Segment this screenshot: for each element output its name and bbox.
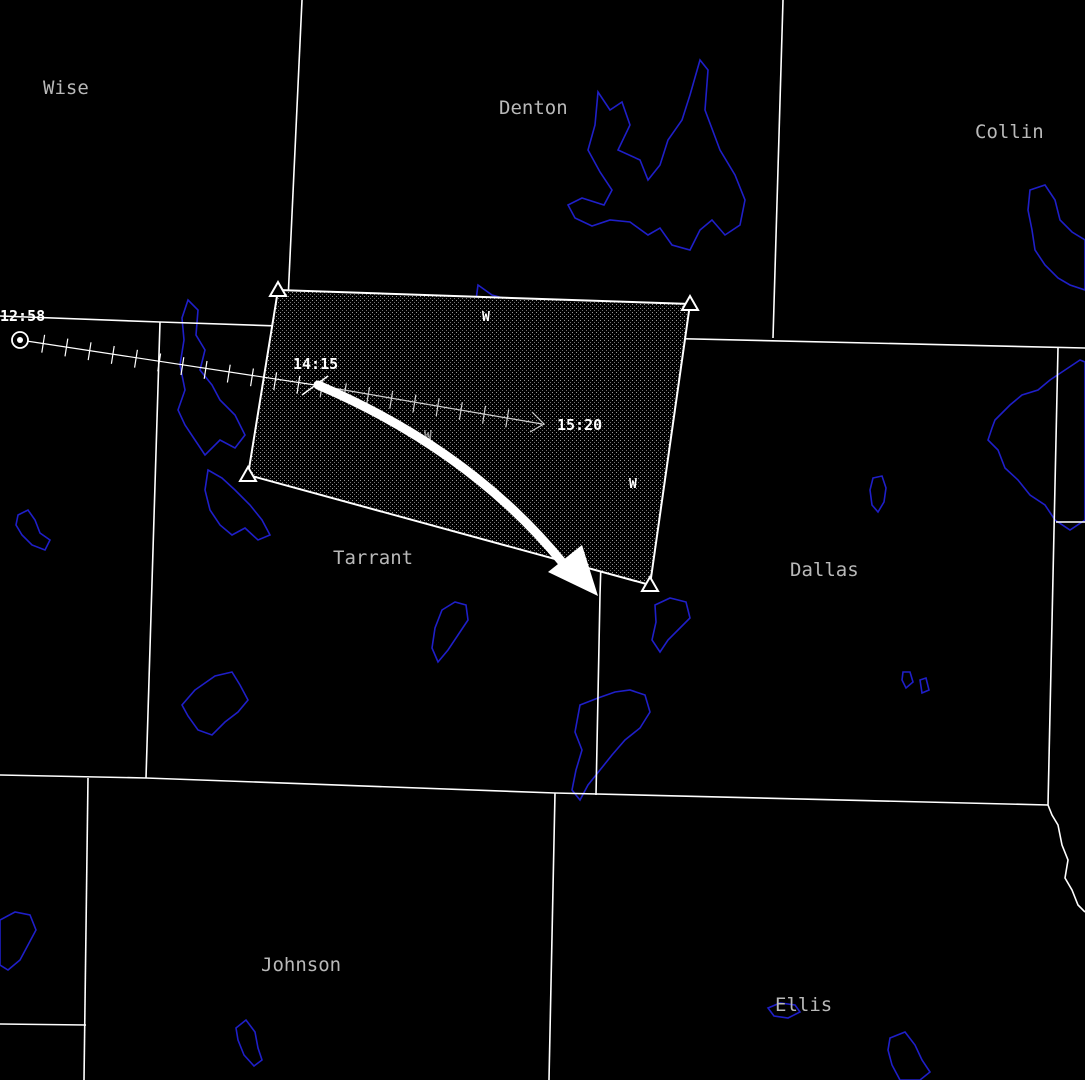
county-line-dallas-east [1047, 347, 1059, 806]
county-line-south [0, 774, 1049, 806]
track-tick [389, 390, 394, 409]
white-rock-lake [869, 475, 887, 514]
track-end-time: 15:20 [557, 416, 602, 434]
county-label-wise: Wise [43, 77, 89, 99]
track-tick [87, 342, 92, 361]
ellis-pond-1 [766, 1002, 802, 1019]
county-line-johnson-west-stub [0, 1023, 87, 1026]
track-tick [435, 398, 440, 417]
county-line-tarrant-west [145, 321, 161, 779]
lavon-lake [1027, 184, 1085, 291]
water-bodies [0, 58, 1085, 1080]
county-line-wise-denton-west [287, 0, 303, 301]
small-pond-2 [919, 676, 930, 695]
warning-marker-north: W [482, 310, 490, 325]
warning-marker-center: W [424, 429, 432, 444]
johnson-creek [235, 1018, 263, 1068]
track-tick [110, 345, 115, 364]
track-tick [180, 357, 185, 376]
track-tick [226, 364, 231, 383]
arlington-lake [431, 601, 469, 664]
county-label-ellis: Ellis [775, 994, 832, 1016]
county-line-johnson-west [83, 777, 89, 1080]
lake-ray-hubbard [987, 359, 1085, 531]
track-tick [250, 368, 254, 387]
wise-pond [15, 508, 52, 552]
vertex-nw-triangle-icon [268, 279, 288, 297]
track-tick [157, 353, 162, 372]
vertex-ne-triangle-icon [680, 293, 700, 311]
track-current-time: 14:15 [293, 355, 338, 373]
vertex-sw-triangle-icon [238, 464, 258, 482]
polygon-vertices [238, 279, 700, 592]
county-label-tarrant: Tarrant [333, 547, 413, 569]
bachman-lake [651, 597, 691, 654]
county-label-collin: Collin [975, 121, 1044, 143]
track-tick [458, 402, 463, 420]
county-label-denton: Denton [499, 97, 568, 119]
track-tick [203, 360, 208, 379]
track-tick [366, 387, 371, 405]
track-tick [412, 394, 417, 413]
ellis-pond-2 [887, 1031, 932, 1080]
lake-lewisville [566, 58, 746, 251]
track-tick [482, 405, 487, 424]
county-line-kaufman-boundary [1047, 804, 1085, 913]
vertex-se-triangle-icon [640, 574, 660, 592]
track-tick [505, 409, 510, 428]
track-past-segment [19, 339, 316, 386]
storm-origin-icon [11, 331, 29, 349]
track-tick [134, 349, 138, 368]
mountain-creek-lake [571, 689, 651, 802]
storm-track [19, 334, 545, 433]
motion-arrow-icon [313, 380, 598, 596]
county-label-johnson: Johnson [261, 954, 341, 976]
lake-worth [204, 468, 272, 541]
track-tick [273, 372, 278, 391]
eagle-mountain-lake [177, 298, 246, 457]
warning-polygon [246, 288, 692, 587]
county-line-denton-collin [772, 0, 784, 339]
small-pond-1 [901, 671, 914, 690]
county-line-johnson-ellis [548, 792, 556, 1080]
track-future-segment [314, 384, 543, 425]
track-tick [41, 334, 46, 353]
track-start-time: 12:58 [0, 307, 45, 325]
track-end-arrowhead [529, 411, 545, 433]
track-tick [296, 375, 301, 394]
track-tick [64, 338, 69, 357]
johnson-pond [0, 911, 37, 971]
county-label-dallas: Dallas [790, 559, 859, 581]
benbrook-lake [181, 671, 249, 736]
warning-polygon-fill [246, 288, 692, 587]
warning-marker-east: W [629, 477, 637, 492]
